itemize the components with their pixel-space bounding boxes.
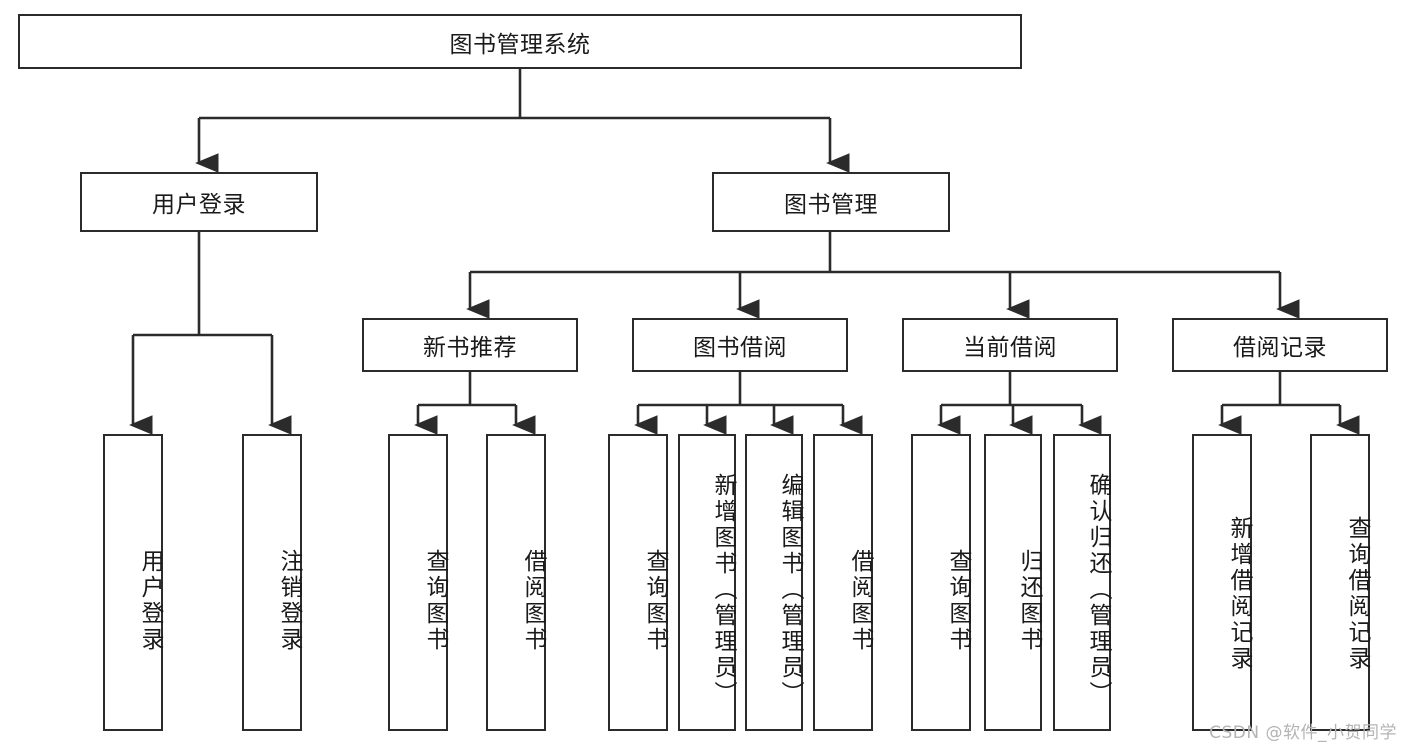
node-leaf-borrow-book[interactable]: 借阅图书 — [813, 434, 873, 731]
node-label: 新增图书（管理员） — [710, 472, 736, 707]
csdn-watermark: CSDN @软件_小贺同学 — [1209, 723, 1397, 743]
node-label: 图书管理 — [784, 192, 878, 218]
node-leaf-query-book-recommend[interactable]: 查询图书 — [388, 434, 448, 731]
node-book-borrow[interactable]: 图书借阅 — [632, 318, 848, 372]
node-new-book-recommend[interactable]: 新书推荐 — [362, 318, 578, 372]
node-leaf-query-book-borrow[interactable]: 查询图书 — [608, 434, 668, 731]
edge-new-book-recommend-to-leaves — [414, 372, 536, 435]
node-borrow-record[interactable]: 借阅记录 — [1172, 318, 1388, 372]
node-leaf-add-book[interactable]: 新增图书（管理员） — [678, 434, 736, 731]
edge-root-to-level1 — [195, 69, 850, 173]
node-label: 借阅图书 — [520, 548, 546, 653]
node-label: 图书管理系统 — [449, 31, 591, 58]
node-leaf-return-book[interactable]: 归还图书 — [984, 434, 1042, 731]
node-label: 确认归还（管理员） — [1085, 472, 1111, 707]
node-leaf-user-login[interactable]: 用户登录 — [103, 434, 163, 731]
node-leaf-borrow-book-recommend[interactable]: 借阅图书 — [486, 434, 546, 731]
node-label: 编辑图书（管理员） — [777, 472, 803, 707]
node-leaf-confirm-return[interactable]: 确认归还（管理员） — [1053, 434, 1111, 731]
edge-book-borrow-to-leaves — [634, 372, 863, 435]
node-label: 图书借阅 — [693, 335, 787, 361]
node-label: 查询借阅记录 — [1344, 515, 1370, 672]
node-label: 查询图书 — [945, 548, 971, 653]
edge-current-borrow-to-leaves — [937, 372, 1102, 435]
node-leaf-query-book-current[interactable]: 查询图书 — [911, 434, 971, 731]
node-user-login[interactable]: 用户登录 — [80, 172, 318, 232]
edge-user-login-to-leaves — [129, 232, 292, 435]
node-label: 新书推荐 — [423, 335, 517, 361]
node-label: 查询图书 — [422, 548, 448, 653]
node-label: 归还图书 — [1016, 548, 1042, 653]
node-label: 借阅图书 — [847, 548, 873, 653]
node-book-manage[interactable]: 图书管理 — [712, 172, 950, 232]
node-label: 借阅记录 — [1233, 335, 1327, 361]
node-current-borrow[interactable]: 当前借阅 — [902, 318, 1118, 372]
node-label: 用户登录 — [152, 192, 246, 218]
node-label: 当前借阅 — [963, 335, 1057, 361]
edge-book-manage-to-level2 — [466, 232, 1300, 319]
edge-borrow-record-to-leaves — [1218, 372, 1360, 435]
node-leaf-query-borrow-record[interactable]: 查询借阅记录 — [1310, 434, 1370, 731]
node-label: 注销登录 — [276, 548, 302, 653]
node-label: 新增借阅记录 — [1226, 515, 1252, 672]
node-leaf-add-borrow-record[interactable]: 新增借阅记录 — [1192, 434, 1252, 731]
node-leaf-user-logout[interactable]: 注销登录 — [242, 434, 302, 731]
node-leaf-edit-book[interactable]: 编辑图书（管理员） — [745, 434, 803, 731]
node-root-system[interactable]: 图书管理系统 — [18, 14, 1022, 69]
node-label: 用户登录 — [137, 548, 163, 653]
node-label: 查询图书 — [642, 548, 668, 653]
